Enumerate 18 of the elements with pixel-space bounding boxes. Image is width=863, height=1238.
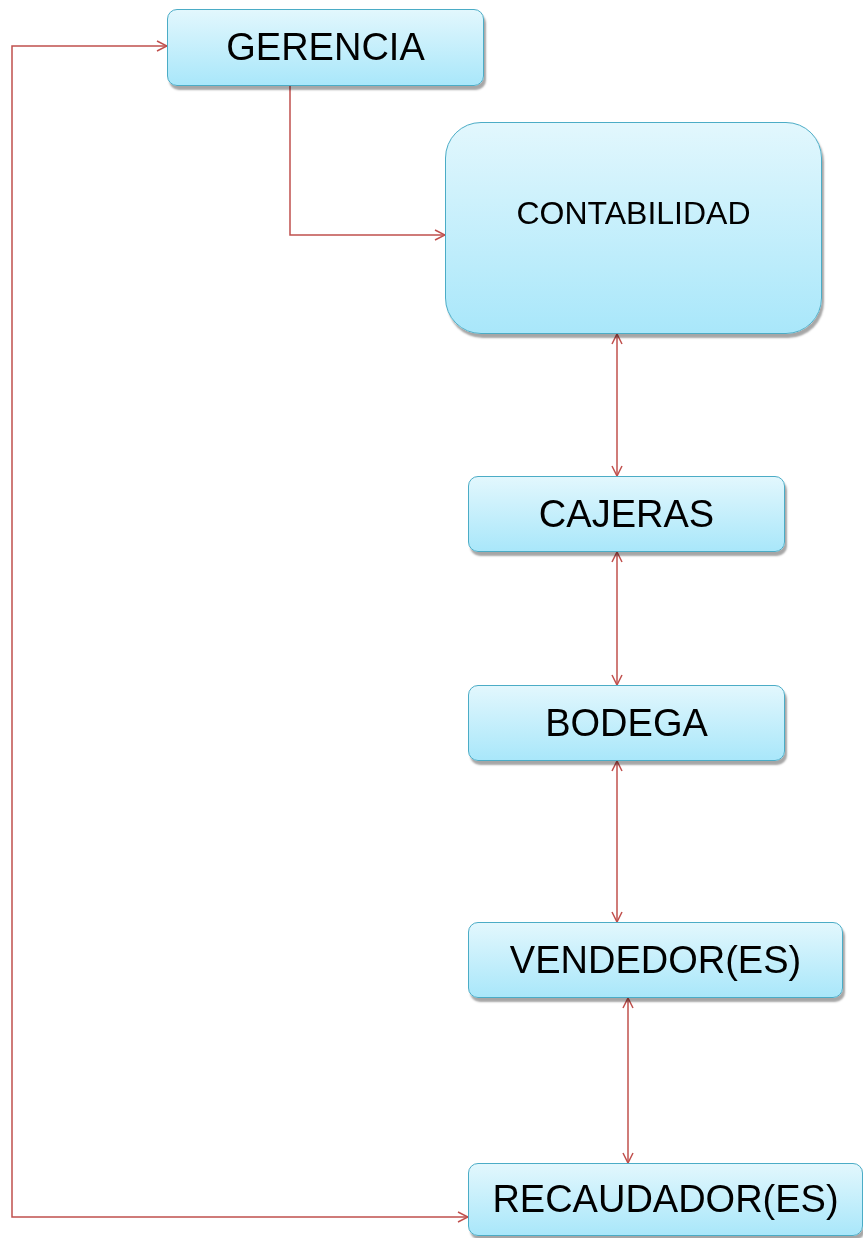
process-box xyxy=(468,685,785,761)
box-label: CAJERAS xyxy=(538,492,715,536)
box-label: VENDEDOR(ES) xyxy=(509,938,802,982)
arrow xyxy=(11,40,469,1223)
box-label: GERENCIA xyxy=(226,26,425,69)
process-box xyxy=(445,122,822,334)
process-box xyxy=(468,476,785,552)
arrow xyxy=(611,333,623,477)
box-label: RECAUDADOR(ES) xyxy=(492,1178,839,1221)
box-label: BODEGA xyxy=(545,701,708,745)
box-label: CONTABILIDAD xyxy=(516,195,751,232)
arrow xyxy=(611,760,623,923)
process-box xyxy=(167,9,484,86)
arrow xyxy=(611,551,623,686)
arrow xyxy=(622,997,634,1164)
process-box xyxy=(468,922,843,998)
process-box xyxy=(468,1163,863,1236)
arrow xyxy=(289,85,446,241)
